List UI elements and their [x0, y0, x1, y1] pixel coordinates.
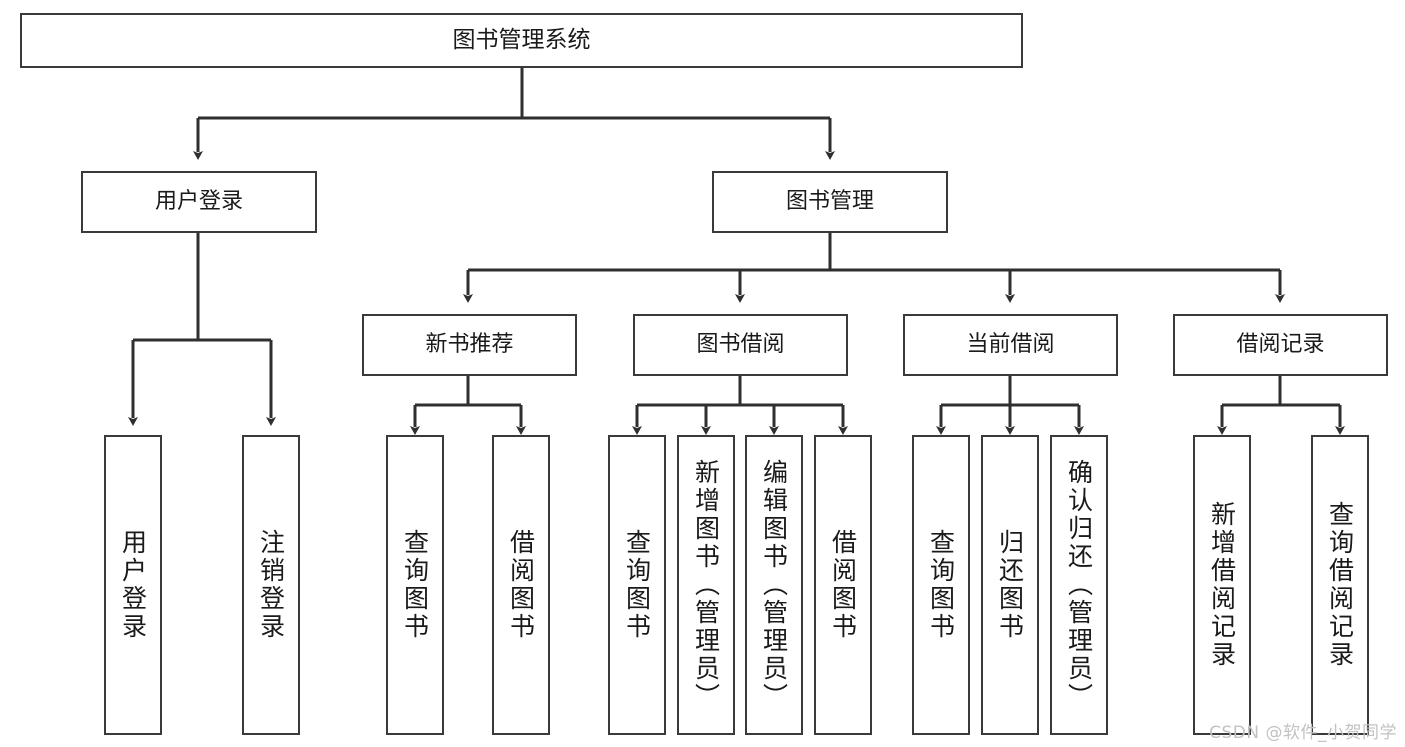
- leaf-borrow-book-recommend[interactable]: 借阅图书: [492, 435, 550, 735]
- leaf-edit-book-admin[interactable]: 编辑图书（管理员）: [745, 435, 803, 735]
- leaf-user-login[interactable]: 用户登录: [104, 435, 162, 735]
- leaf-return-book[interactable]: 归还图书: [981, 435, 1039, 735]
- node-borrow-record[interactable]: 借阅记录: [1173, 314, 1388, 376]
- node-label: 借阅图书: [506, 529, 536, 641]
- node-current-borrow[interactable]: 当前借阅: [903, 314, 1118, 376]
- leaf-borrow-book[interactable]: 借阅图书: [814, 435, 872, 735]
- node-label: 查询图书: [400, 529, 430, 641]
- node-label: 编辑图书（管理员）: [759, 459, 789, 711]
- node-label: 查询图书: [926, 529, 956, 641]
- leaf-query-book-borrow[interactable]: 查询图书: [608, 435, 666, 735]
- node-label: 注销登录: [256, 529, 286, 641]
- node-label: 借阅记录: [1236, 331, 1325, 357]
- leaf-query-borrow-record[interactable]: 查询借阅记录: [1311, 435, 1369, 735]
- node-label: 新增借阅记录: [1207, 501, 1237, 669]
- node-label: 确认归还（管理员）: [1064, 459, 1094, 711]
- leaf-confirm-return-admin[interactable]: 确认归还（管理员）: [1050, 435, 1108, 735]
- leaf-add-borrow-record[interactable]: 新增借阅记录: [1193, 435, 1251, 735]
- node-label: 归还图书: [995, 529, 1025, 641]
- leaf-add-book-admin[interactable]: 新增图书（管理员）: [677, 435, 735, 735]
- node-label: 新增图书（管理员）: [691, 459, 721, 711]
- node-root-system[interactable]: 图书管理系统: [20, 13, 1023, 68]
- node-user-login[interactable]: 用户登录: [81, 171, 317, 233]
- leaf-query-book-recommend[interactable]: 查询图书: [386, 435, 444, 735]
- node-label: 用户登录: [118, 529, 148, 641]
- node-new-book-recommend[interactable]: 新书推荐: [362, 314, 577, 376]
- node-label: 查询图书: [622, 529, 652, 641]
- node-book-borrow[interactable]: 图书借阅: [633, 314, 848, 376]
- node-label: 用户登录: [154, 188, 243, 214]
- node-label: 新书推荐: [425, 331, 514, 357]
- node-label: 当前借阅: [966, 331, 1055, 357]
- node-label: 查询借阅记录: [1325, 501, 1355, 669]
- leaf-logout[interactable]: 注销登录: [242, 435, 300, 735]
- leaf-query-book-current[interactable]: 查询图书: [912, 435, 970, 735]
- watermark-text: CSDN @软件_小贺同学: [1209, 723, 1397, 743]
- node-label: 借阅图书: [828, 529, 858, 641]
- node-book-management[interactable]: 图书管理: [712, 171, 948, 233]
- node-label: 图书管理: [785, 188, 874, 214]
- node-label: 图书管理系统: [452, 26, 591, 53]
- node-label: 图书借阅: [696, 331, 785, 357]
